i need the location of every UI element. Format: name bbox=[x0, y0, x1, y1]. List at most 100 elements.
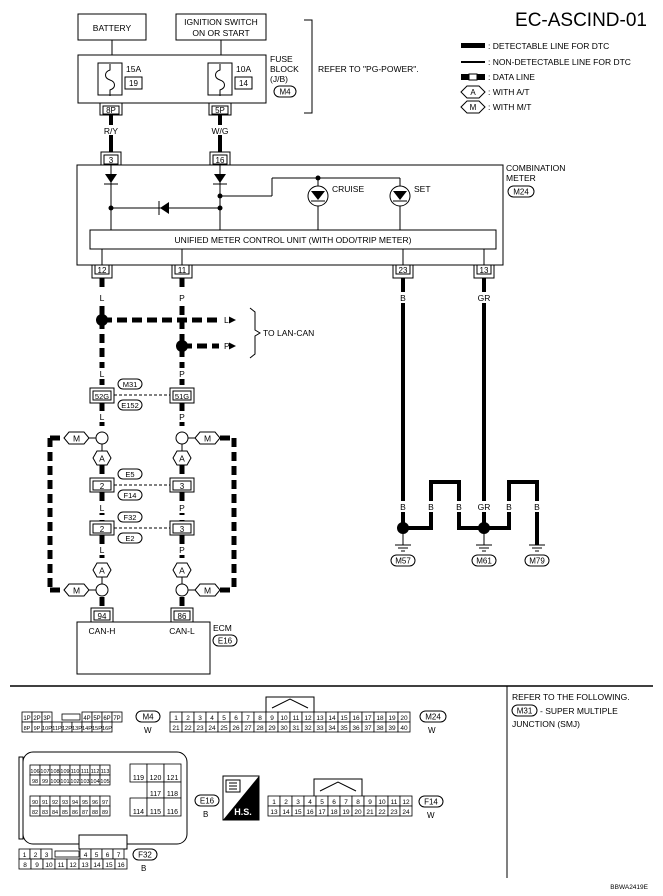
cavity-number: 106 bbox=[30, 769, 39, 775]
cavity-number: 8P bbox=[24, 726, 31, 732]
cavity-number: 86 bbox=[72, 810, 78, 816]
cavity-number: 10 bbox=[45, 862, 53, 869]
at-symbol-l-top bbox=[92, 450, 112, 466]
cavity-number: 21 bbox=[366, 809, 374, 816]
cavity-number: 26 bbox=[232, 725, 240, 732]
fuse-block-label-1: FUSE bbox=[270, 54, 293, 64]
fuse-block-label-3: (J/B) bbox=[270, 74, 288, 84]
svg-text:P: P bbox=[224, 341, 230, 351]
splice-p bbox=[176, 340, 188, 352]
cavity-number: 3 bbox=[198, 715, 202, 722]
connector-m24-color: W bbox=[428, 726, 436, 735]
meter-connector: M24 bbox=[513, 188, 529, 197]
ground-wiring bbox=[395, 278, 545, 552]
ground-splice-1 bbox=[397, 522, 409, 534]
cavity-number: 12 bbox=[402, 799, 410, 806]
ignition-switch-box bbox=[175, 13, 267, 41]
cavity-number: 34 bbox=[328, 725, 336, 732]
cavity-number: 104 bbox=[90, 779, 99, 785]
cavity-number: 6P bbox=[103, 716, 110, 722]
unified-meter-control-unit bbox=[89, 229, 497, 250]
cavity-number: 98 bbox=[32, 779, 38, 785]
meter-label-2: METER bbox=[506, 173, 536, 183]
cavity-number: 15P bbox=[92, 726, 102, 732]
svg-text:L: L bbox=[100, 369, 105, 379]
svg-text:B: B bbox=[428, 502, 434, 512]
cavity-number: 9 bbox=[368, 799, 372, 806]
cavity-number: 36 bbox=[352, 725, 360, 732]
cavity-number: 93 bbox=[62, 800, 68, 806]
fuse-block-connector: M4 bbox=[279, 88, 291, 97]
svg-text:11: 11 bbox=[178, 266, 187, 275]
cavity-number: 32 bbox=[304, 725, 312, 732]
legend-mt-text: : WITH M/T bbox=[488, 102, 531, 112]
cavity-number: 7P bbox=[113, 716, 120, 722]
cavity-number: 83 bbox=[42, 810, 48, 816]
cavity-number: 99 bbox=[42, 779, 48, 785]
at-symbol-p-bottom bbox=[172, 562, 192, 578]
cavity-number: 110 bbox=[71, 769, 80, 775]
cavity-number: 11P bbox=[52, 726, 62, 732]
cavity-number: 94 bbox=[72, 800, 78, 806]
cavity-number: 6 bbox=[106, 852, 110, 859]
cavity-number: 92 bbox=[52, 800, 58, 806]
cavity-number: 9P bbox=[34, 726, 41, 732]
cavity-number: 89 bbox=[102, 810, 108, 816]
refer-following-line3: JUNCTION (SMJ) bbox=[512, 719, 580, 729]
meter-label-1: COMBINATION bbox=[506, 163, 565, 173]
connector-m24-id: M24 bbox=[425, 713, 441, 722]
connector-m4-id: M4 bbox=[142, 713, 154, 722]
ignition-label-line2: ON OR START bbox=[192, 28, 249, 38]
svg-text:2: 2 bbox=[100, 525, 105, 534]
cavity-number: 31 bbox=[292, 725, 300, 732]
cavity-number: 13 bbox=[316, 715, 324, 722]
cavity-number: 100 bbox=[50, 779, 59, 785]
cavity-number: 22 bbox=[184, 725, 192, 732]
cavity-number: 14 bbox=[93, 862, 101, 869]
svg-text:L: L bbox=[100, 412, 105, 422]
cavity-number: 85 bbox=[62, 810, 68, 816]
svg-text:B: B bbox=[456, 502, 462, 512]
cavity-number: 95 bbox=[82, 800, 88, 806]
connector-e16-color: B bbox=[203, 810, 208, 819]
mt-symbol-right-bottom bbox=[194, 583, 221, 597]
cavity-number: 87 bbox=[82, 810, 88, 816]
battery-label: BATTERY bbox=[93, 23, 132, 33]
cavity-number: 16P bbox=[102, 726, 112, 732]
legend-data-line-text: : DATA LINE bbox=[488, 72, 535, 82]
connector-f14-color: W bbox=[427, 811, 435, 820]
joint1-connector-f14: F14 bbox=[124, 491, 137, 500]
svg-text:M: M bbox=[204, 434, 211, 444]
cavity-number: 7 bbox=[344, 799, 348, 806]
connector-e16-id: E16 bbox=[200, 797, 215, 806]
cavity-number: 5 bbox=[222, 715, 226, 722]
cavity-number: 4 bbox=[308, 799, 312, 806]
cavity-number: 105 bbox=[100, 779, 109, 785]
cavity-number: 8 bbox=[23, 862, 27, 869]
connector-f32-id: F32 bbox=[138, 851, 152, 860]
cavity-number: 103 bbox=[80, 779, 89, 785]
fuse-19 bbox=[97, 62, 123, 96]
cavity-number: 10 bbox=[280, 715, 288, 722]
fuse-19-amp: 15A bbox=[126, 64, 141, 74]
cavity-number: 117 bbox=[150, 791, 161, 798]
fuse-14-number: 14 bbox=[239, 79, 248, 88]
cavity-number: 97 bbox=[102, 800, 108, 806]
svg-text:16: 16 bbox=[216, 156, 225, 165]
connector-m4-color: W bbox=[144, 726, 152, 735]
meter-internal-circuit bbox=[104, 165, 411, 230]
cavity-number: 18 bbox=[376, 715, 384, 722]
cavity-number: 35 bbox=[340, 725, 348, 732]
cavity-number: 7 bbox=[117, 852, 121, 859]
fuse-14 bbox=[207, 62, 233, 96]
cavity-number: 4P bbox=[83, 716, 90, 722]
cavity-number: 15 bbox=[340, 715, 348, 722]
refer-following-line2: - SUPER MULTIPLE bbox=[540, 706, 618, 716]
svg-text:52G: 52G bbox=[95, 392, 109, 401]
cavity-number: 20 bbox=[354, 809, 362, 816]
cavity-number: 15 bbox=[105, 862, 113, 869]
legend-detectable-text: : DETECTABLE LINE FOR DTC bbox=[488, 41, 609, 51]
